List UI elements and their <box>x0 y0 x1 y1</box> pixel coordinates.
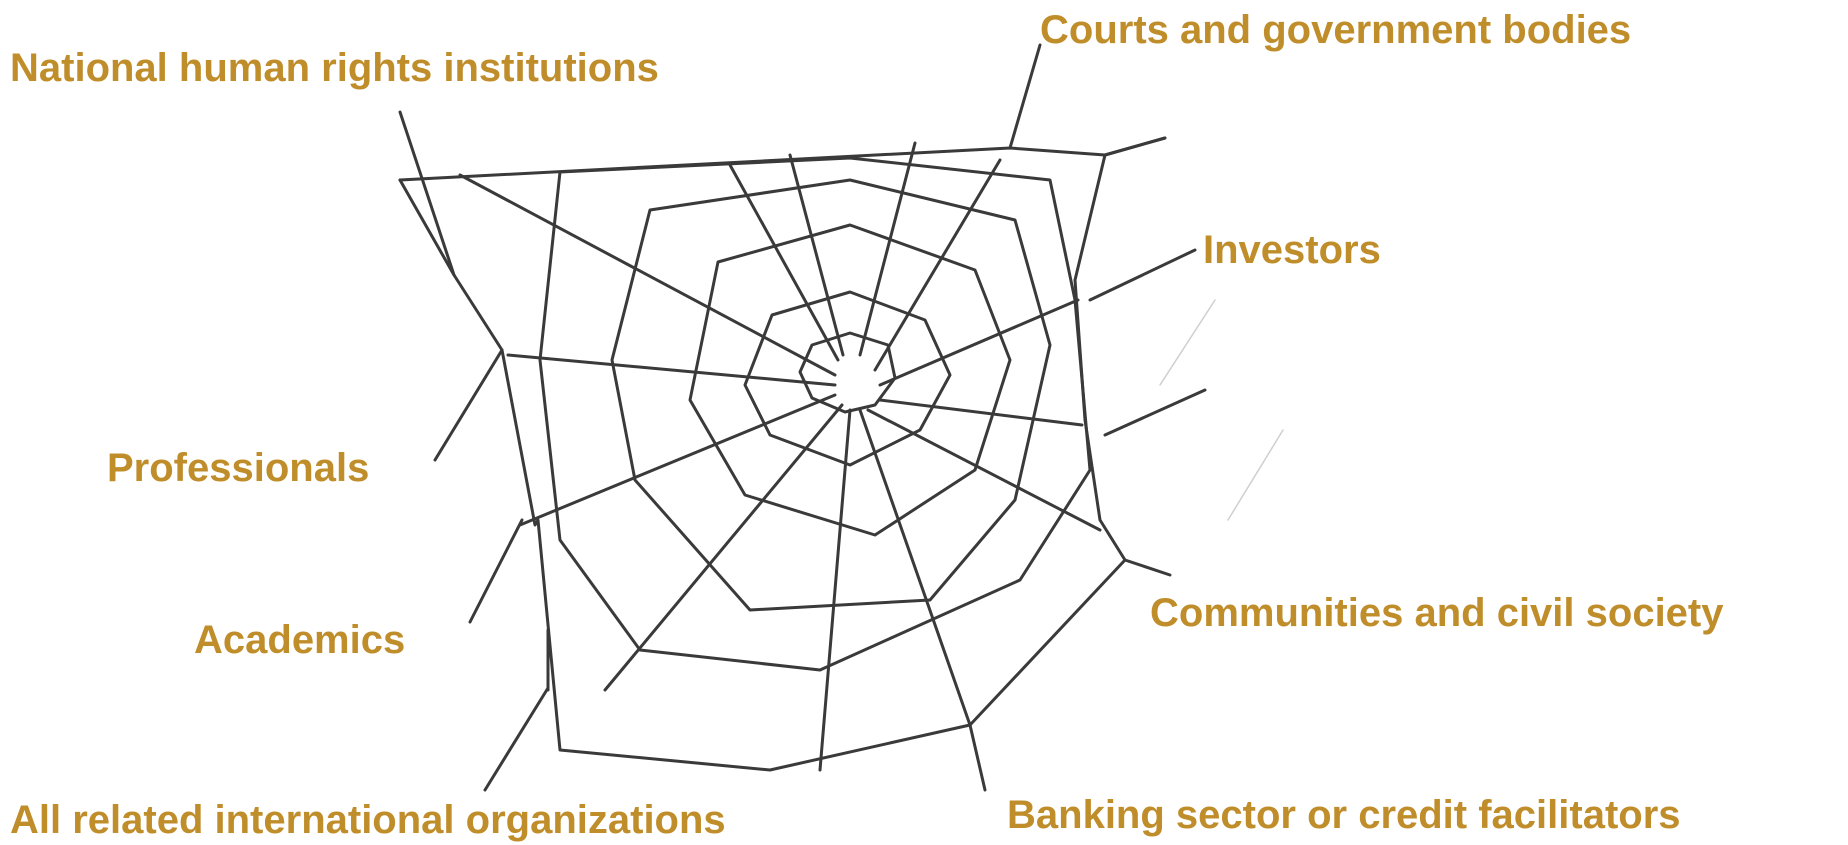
label-academics: Academics <box>194 618 406 662</box>
web-reflection-glint <box>1159 299 1284 521</box>
web-anchor-threads <box>398 43 1207 792</box>
label-national-human-rights-institutions: National human rights institutions <box>10 46 659 90</box>
label-investors: Investors <box>1203 228 1381 272</box>
label-communities-and-civil-society: Communities and civil society <box>1150 591 1724 635</box>
label-courts-and-government-bodies: Courts and government bodies <box>1040 8 1632 52</box>
label-professionals: Professionals <box>107 446 370 490</box>
label-all-related-international-organizations: All related international organizations <box>10 798 726 842</box>
label-banking-sector-or-credit-facilitators: Banking sector or credit facilitators <box>1007 793 1681 837</box>
web-rings <box>538 156 1092 672</box>
web-frame <box>398 136 1167 772</box>
web-spokes <box>458 141 1102 772</box>
